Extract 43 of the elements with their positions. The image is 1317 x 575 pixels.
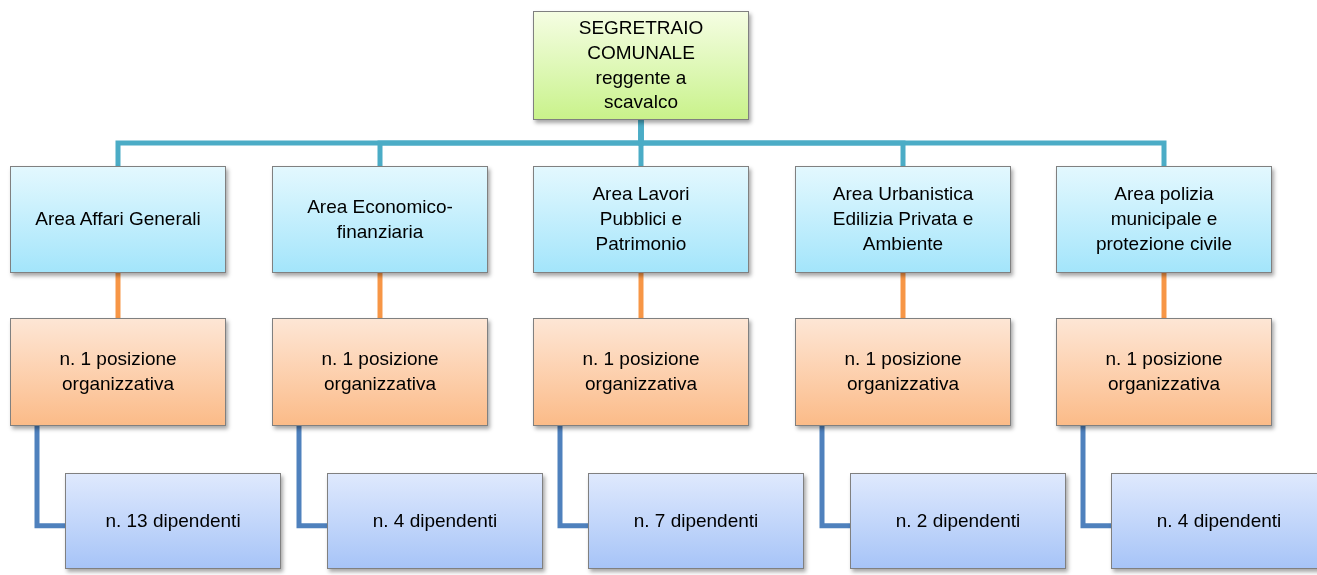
connector-line — [115, 273, 121, 318]
connector-line — [377, 273, 383, 318]
org-box — [1056, 318, 1272, 426]
box-label: Area Lavori Pubblici e Patrimonio — [591, 182, 691, 256]
connector-line — [1080, 426, 1111, 529]
box-label: n. 1 posizione organizzativa — [58, 347, 178, 396]
box-label: n. 4 dipendenti — [372, 508, 498, 533]
org-box — [533, 11, 749, 120]
org-box — [588, 473, 804, 569]
org-box — [10, 318, 226, 426]
connector-line — [1161, 273, 1167, 318]
org-box — [1056, 166, 1272, 273]
box-label: Area Urbanistica Edilizia Privata e Ambiente — [831, 182, 975, 256]
box-label: Area Affari Generali — [35, 207, 201, 232]
connector-line — [638, 273, 644, 318]
box-label: n. 2 dipendenti — [895, 508, 1021, 533]
connector-line — [819, 426, 850, 529]
box-label: n. 1 posizione organizzativa — [1104, 347, 1224, 396]
box-label: n. 1 posizione organizzativa — [320, 347, 440, 396]
box-label: n. 13 dipendenti — [105, 508, 241, 533]
connector-line — [296, 426, 327, 529]
box-label: n. 1 posizione organizzativa — [581, 347, 701, 396]
org-box — [65, 473, 281, 569]
box-label: Area Economico-finanziaria — [306, 194, 454, 244]
box-label: n. 7 dipendenti — [633, 508, 759, 533]
org-box — [10, 166, 226, 273]
box-label: n. 1 posizione organizzativa — [843, 347, 963, 396]
connector-line — [638, 120, 1167, 166]
org-box — [795, 318, 1011, 426]
org-box — [327, 473, 543, 569]
org-box — [272, 318, 488, 426]
org-box — [533, 318, 749, 426]
box-label: n. 4 dipendenti — [1156, 508, 1282, 533]
org-box — [533, 166, 749, 273]
connector-line — [900, 273, 906, 318]
connector-line — [557, 426, 588, 529]
box-label: Area polizia municipale e protezione civile — [1094, 182, 1234, 256]
org-box — [850, 473, 1066, 569]
org-box — [272, 166, 488, 273]
box-label: SEGRETRAIO COMUNALE reggente a scavalco — [577, 16, 705, 115]
org-box — [1111, 473, 1317, 569]
org-box — [795, 166, 1011, 273]
connector-line — [34, 426, 65, 529]
